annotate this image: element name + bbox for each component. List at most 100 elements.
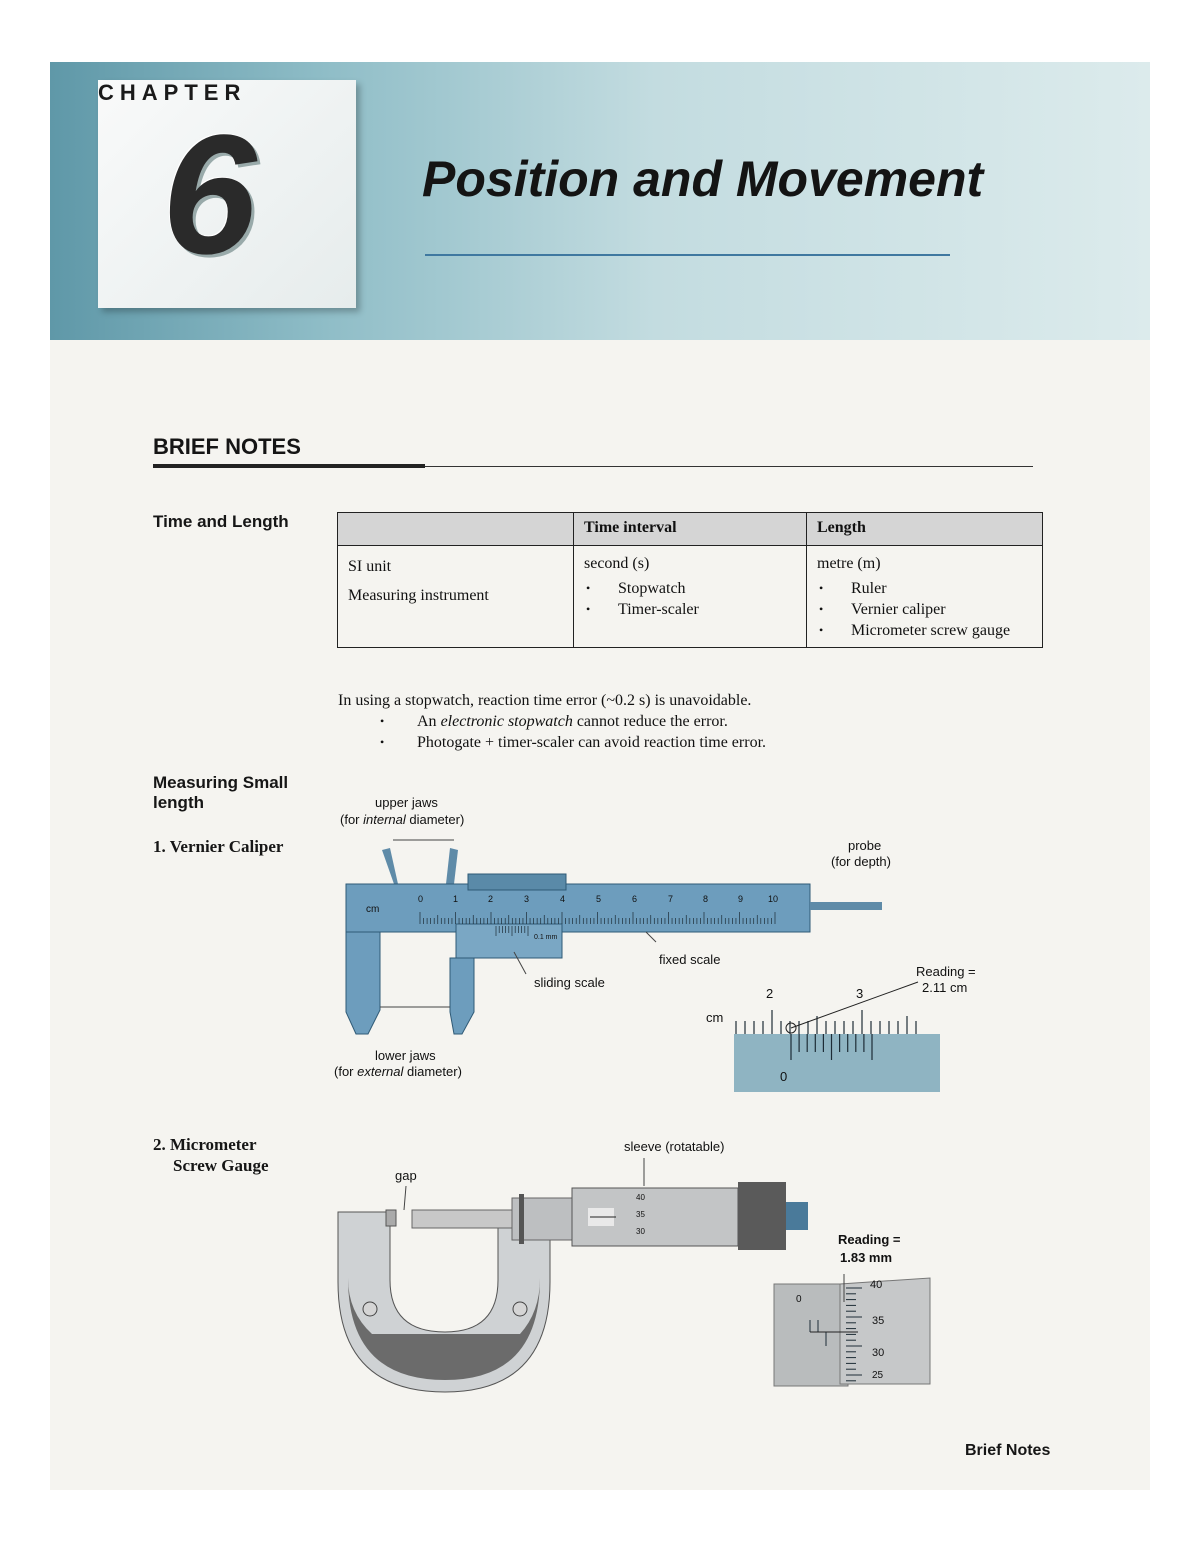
list-item: An electronic stopwatch cannot reduce th… <box>380 711 766 732</box>
section-rule-thick <box>153 464 425 468</box>
probe-label: probe <box>848 838 881 853</box>
micrometer-heading: 2. Micrometer Screw Gauge <box>153 1134 269 1176</box>
fixed-scale-numbers: 0 1 2 3 4 5 6 7 8 9 10 <box>418 894 778 904</box>
caliper-unit: cm <box>366 904 379 915</box>
section-rule-thin <box>425 466 1033 467</box>
heading-line: Measuring Small <box>153 773 289 792</box>
mic-reading-value: 1.83 mm <box>840 1250 892 1265</box>
table-row: SI unit Measuring instrument second (s) … <box>337 545 1043 648</box>
micrometer-inset-ticks <box>809 1287 862 1382</box>
length-instruments: Ruler Vernier caliper Micrometer screw g… <box>817 578 1032 641</box>
list-item: Stopwatch <box>584 578 796 599</box>
gap-label: gap <box>395 1168 417 1183</box>
ratchet <box>786 1202 808 1230</box>
inset-thimble-number: 40 <box>870 1279 882 1291</box>
inset-reading-value: 2.11 cm <box>922 980 967 995</box>
upper-jaws-label: upper jaws <box>375 795 438 810</box>
scale-number: 4 <box>560 894 565 904</box>
sleeve-number: 35 <box>636 1210 645 1219</box>
vernier-mark: 0.1 mm <box>534 934 558 941</box>
thumb-screw <box>467 873 567 891</box>
scale-number: 5 <box>596 894 601 904</box>
scale-number: 9 <box>738 894 743 904</box>
chapter-number: 6 <box>162 100 257 290</box>
inset-vernier-zero: 0 <box>780 1069 787 1084</box>
vernier-scale-ticks <box>495 926 529 936</box>
fixed-scale-ticks <box>419 912 776 924</box>
bullet-text: cannot reduce the error. <box>572 713 728 730</box>
table-cell-length: metre (m) Ruler Vernier caliper Micromet… <box>806 545 1043 648</box>
collar-ring <box>519 1194 524 1244</box>
stopwatch-note-bullets: An electronic stopwatch cannot reduce th… <box>380 711 766 753</box>
sleeve-label: sleeve (rotatable) <box>624 1139 724 1154</box>
textbook-page: CHAPTER 6 Position and Movement BRIEF NO… <box>50 62 1150 1490</box>
time-instruments: Stopwatch Timer-scaler <box>584 578 796 620</box>
probe <box>810 902 882 910</box>
sleeve-number: 30 <box>636 1227 645 1236</box>
inset-main-number: 2 <box>766 986 773 1001</box>
row-label-instrument: Measuring instrument <box>348 587 489 604</box>
heading-line: length <box>153 793 204 812</box>
section-title: BRIEF NOTES <box>153 434 301 459</box>
scale-number: 1 <box>453 894 458 904</box>
upper-jaw-fixed <box>382 848 398 884</box>
main-beam <box>345 883 811 933</box>
list-item: Timer-scaler <box>584 599 796 620</box>
fixed-scale-label: fixed scale <box>659 952 720 967</box>
heading-line: 2. Micrometer <box>153 1135 257 1154</box>
chapter-label: CHAPTER <box>98 80 247 105</box>
scale-number: 10 <box>768 894 778 904</box>
length-unit: metre (m) <box>817 555 881 572</box>
lower-jaw-fixed <box>345 931 381 1035</box>
stopwatch-note: In using a stopwatch, reaction time erro… <box>338 692 752 709</box>
lower-jaw-sliding <box>449 957 475 1035</box>
row-label-si-unit: SI unit <box>348 558 392 575</box>
page-footer: Brief Notes <box>965 1442 1051 1459</box>
time-length-table: Time interval Length SI unit Measuring i… <box>337 512 1043 648</box>
inset-reading-pointer <box>790 981 919 1029</box>
inset-main-number: 3 <box>856 986 863 1001</box>
chapter-title: Position and Movement <box>422 151 984 207</box>
bullet-emphasis: electronic stopwatch <box>440 713 573 730</box>
inset-main-ticks <box>735 1010 917 1034</box>
bullet-text: Photogate + timer-scaler can avoid react… <box>417 734 767 751</box>
list-item: Ruler <box>817 578 1032 599</box>
heading-line: Screw Gauge <box>173 1156 269 1175</box>
scale-number: 3 <box>524 894 529 904</box>
inset-thimble-number: 30 <box>872 1347 884 1359</box>
inset-vernier-ticks <box>790 1034 873 1060</box>
table-header-time: Time interval <box>573 512 807 546</box>
mic-reading-label: Reading = <box>838 1232 901 1247</box>
table-cell-time: second (s) Stopwatch Timer-scaler <box>573 545 807 648</box>
inset-thimble-number: 25 <box>872 1370 884 1381</box>
scale-number: 0 <box>418 894 423 904</box>
thimble-rear <box>738 1182 786 1250</box>
title-rule <box>425 254 950 256</box>
fixed-scale-pointer <box>645 931 657 943</box>
time-length-heading: Time and Length <box>153 512 289 531</box>
micrometer-inset-thimble <box>839 1277 931 1385</box>
small-length-heading: Measuring Small length <box>153 773 288 813</box>
scale-number: 6 <box>632 894 637 904</box>
vernier-caliper-figure: 0 1 2 3 4 5 6 7 8 9 10 cm 0.1 mm upper j… <box>334 795 976 1393</box>
spindle <box>411 1209 513 1229</box>
sliding-scale-pointer <box>513 951 527 975</box>
list-item: Vernier caliper <box>817 599 1032 620</box>
lower-jaws-sublabel: (for external diameter) <box>334 1064 462 1079</box>
sliding-scale-label: sliding scale <box>534 975 605 990</box>
frame-screw-right <box>512 1301 528 1317</box>
inset-reading-label: Reading = <box>916 964 976 979</box>
inset-coincidence-circle <box>785 1022 797 1034</box>
anvil <box>385 1209 397 1227</box>
inset-unit: cm <box>706 1010 723 1025</box>
probe-sublabel: (for depth) <box>831 854 891 869</box>
table-cell-labels: SI unit Measuring instrument <box>337 545 574 648</box>
time-unit: second (s) <box>584 555 650 572</box>
micrometer-frame-grip <box>348 1278 540 1380</box>
chapter-number-box <box>98 80 356 308</box>
lower-jaws-label: lower jaws <box>375 1048 436 1063</box>
list-item: Photogate + timer-scaler can avoid react… <box>380 732 766 753</box>
vernier-inset-slider <box>734 1034 940 1092</box>
scale-number: 7 <box>668 894 673 904</box>
scale-number: 2 <box>488 894 493 904</box>
